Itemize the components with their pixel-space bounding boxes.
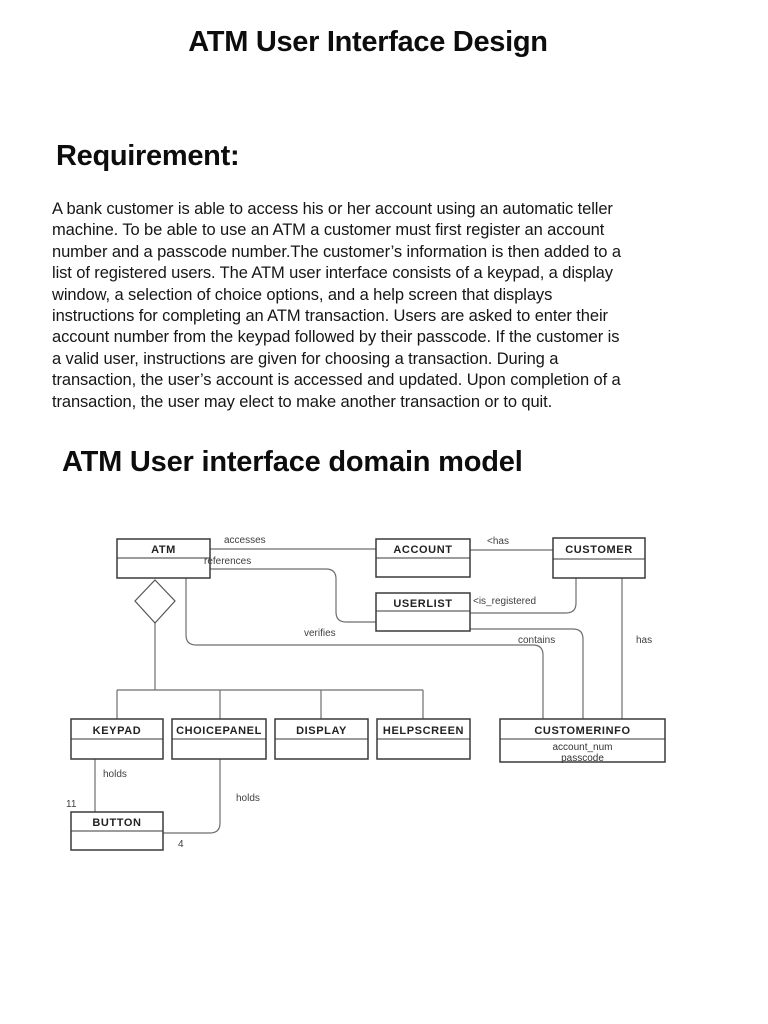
label-accesses: accesses — [224, 535, 266, 546]
class-box-customerinfo: CUSTOMERINFO account_num passcode — [499, 718, 666, 764]
class-name-customer: CUSTOMER — [565, 544, 633, 556]
label-contains: contains — [518, 635, 555, 646]
aggregation-diamond-icon — [134, 579, 176, 624]
class-name-button: BUTTON — [92, 817, 141, 829]
label-verifies: verifies — [304, 628, 336, 639]
attribute-account-num: account_num — [552, 742, 612, 753]
requirement-heading: Requirement: — [56, 140, 240, 172]
multiplicity-choicepanel-buttons: 4 — [178, 839, 184, 850]
class-box-account: ACCOUNT — [375, 538, 471, 578]
edge-references — [210, 568, 376, 623]
paragraph-line: list of registered users. The ATM user i… — [52, 264, 613, 283]
edge-holds-choicepanel — [163, 759, 221, 834]
requirement-paragraph: A bank customer is able to access his or… — [52, 199, 712, 413]
class-box-helpscreen: HELPSCREEN — [376, 718, 471, 760]
paragraph-line: instructions for completing an ATM trans… — [52, 307, 608, 326]
class-box-userlist: USERLIST — [375, 592, 471, 632]
edge-verifies — [185, 578, 544, 720]
class-box-button: BUTTON — [70, 811, 164, 851]
attribute-passcode: passcode — [561, 753, 604, 764]
paragraph-line: transaction, the user may elect to make … — [52, 392, 553, 411]
class-name-helpscreen: HELPSCREEN — [383, 725, 464, 737]
class-name-customerinfo: CUSTOMERINFO — [534, 725, 630, 737]
domain-model-heading: ATM User interface domain model — [62, 446, 523, 478]
label-has-account: <has — [487, 536, 509, 547]
class-box-choicepanel: CHOICEPANEL — [171, 718, 267, 760]
class-box-atm: ATM — [116, 538, 211, 579]
class-name-keypad: KEYPAD — [93, 725, 142, 737]
label-holds-choicepanel: holds — [236, 793, 260, 804]
edge-is-registered — [470, 578, 577, 614]
label-references: references — [204, 556, 251, 567]
page-title: ATM User Interface Design — [188, 26, 548, 58]
class-name-atm: ATM — [151, 544, 176, 556]
paragraph-line: number and a passcode number.The custome… — [52, 242, 621, 261]
paragraph-line: A bank customer is able to access his or… — [52, 200, 613, 218]
class-name-display: DISPLAY — [296, 725, 347, 737]
multiplicity-keypad-buttons: 11 — [66, 799, 77, 810]
class-box-display: DISPLAY — [274, 718, 369, 760]
class-name-choicepanel: CHOICEPANEL — [176, 725, 262, 737]
class-box-customer: CUSTOMER — [552, 537, 646, 579]
edge-contains — [470, 628, 584, 720]
paragraph-line: window, a selection of choice options, a… — [52, 285, 553, 304]
paragraph-line: transaction, the user’s account is acces… — [52, 371, 621, 390]
class-name-account: ACCOUNT — [393, 544, 452, 556]
class-box-keypad: KEYPAD — [70, 718, 164, 760]
class-name-userlist: USERLIST — [393, 598, 452, 610]
paragraph-line: machine. To be able to use an ATM a cust… — [52, 221, 605, 240]
label-holds-keypad: holds — [103, 769, 127, 780]
paragraph-line: account number from the keypad followed … — [52, 328, 620, 347]
paragraph-line: a valid user, instructions are given for… — [52, 349, 559, 368]
label-has-info: has — [636, 635, 652, 646]
label-is-registered: <is_registered — [473, 596, 536, 607]
